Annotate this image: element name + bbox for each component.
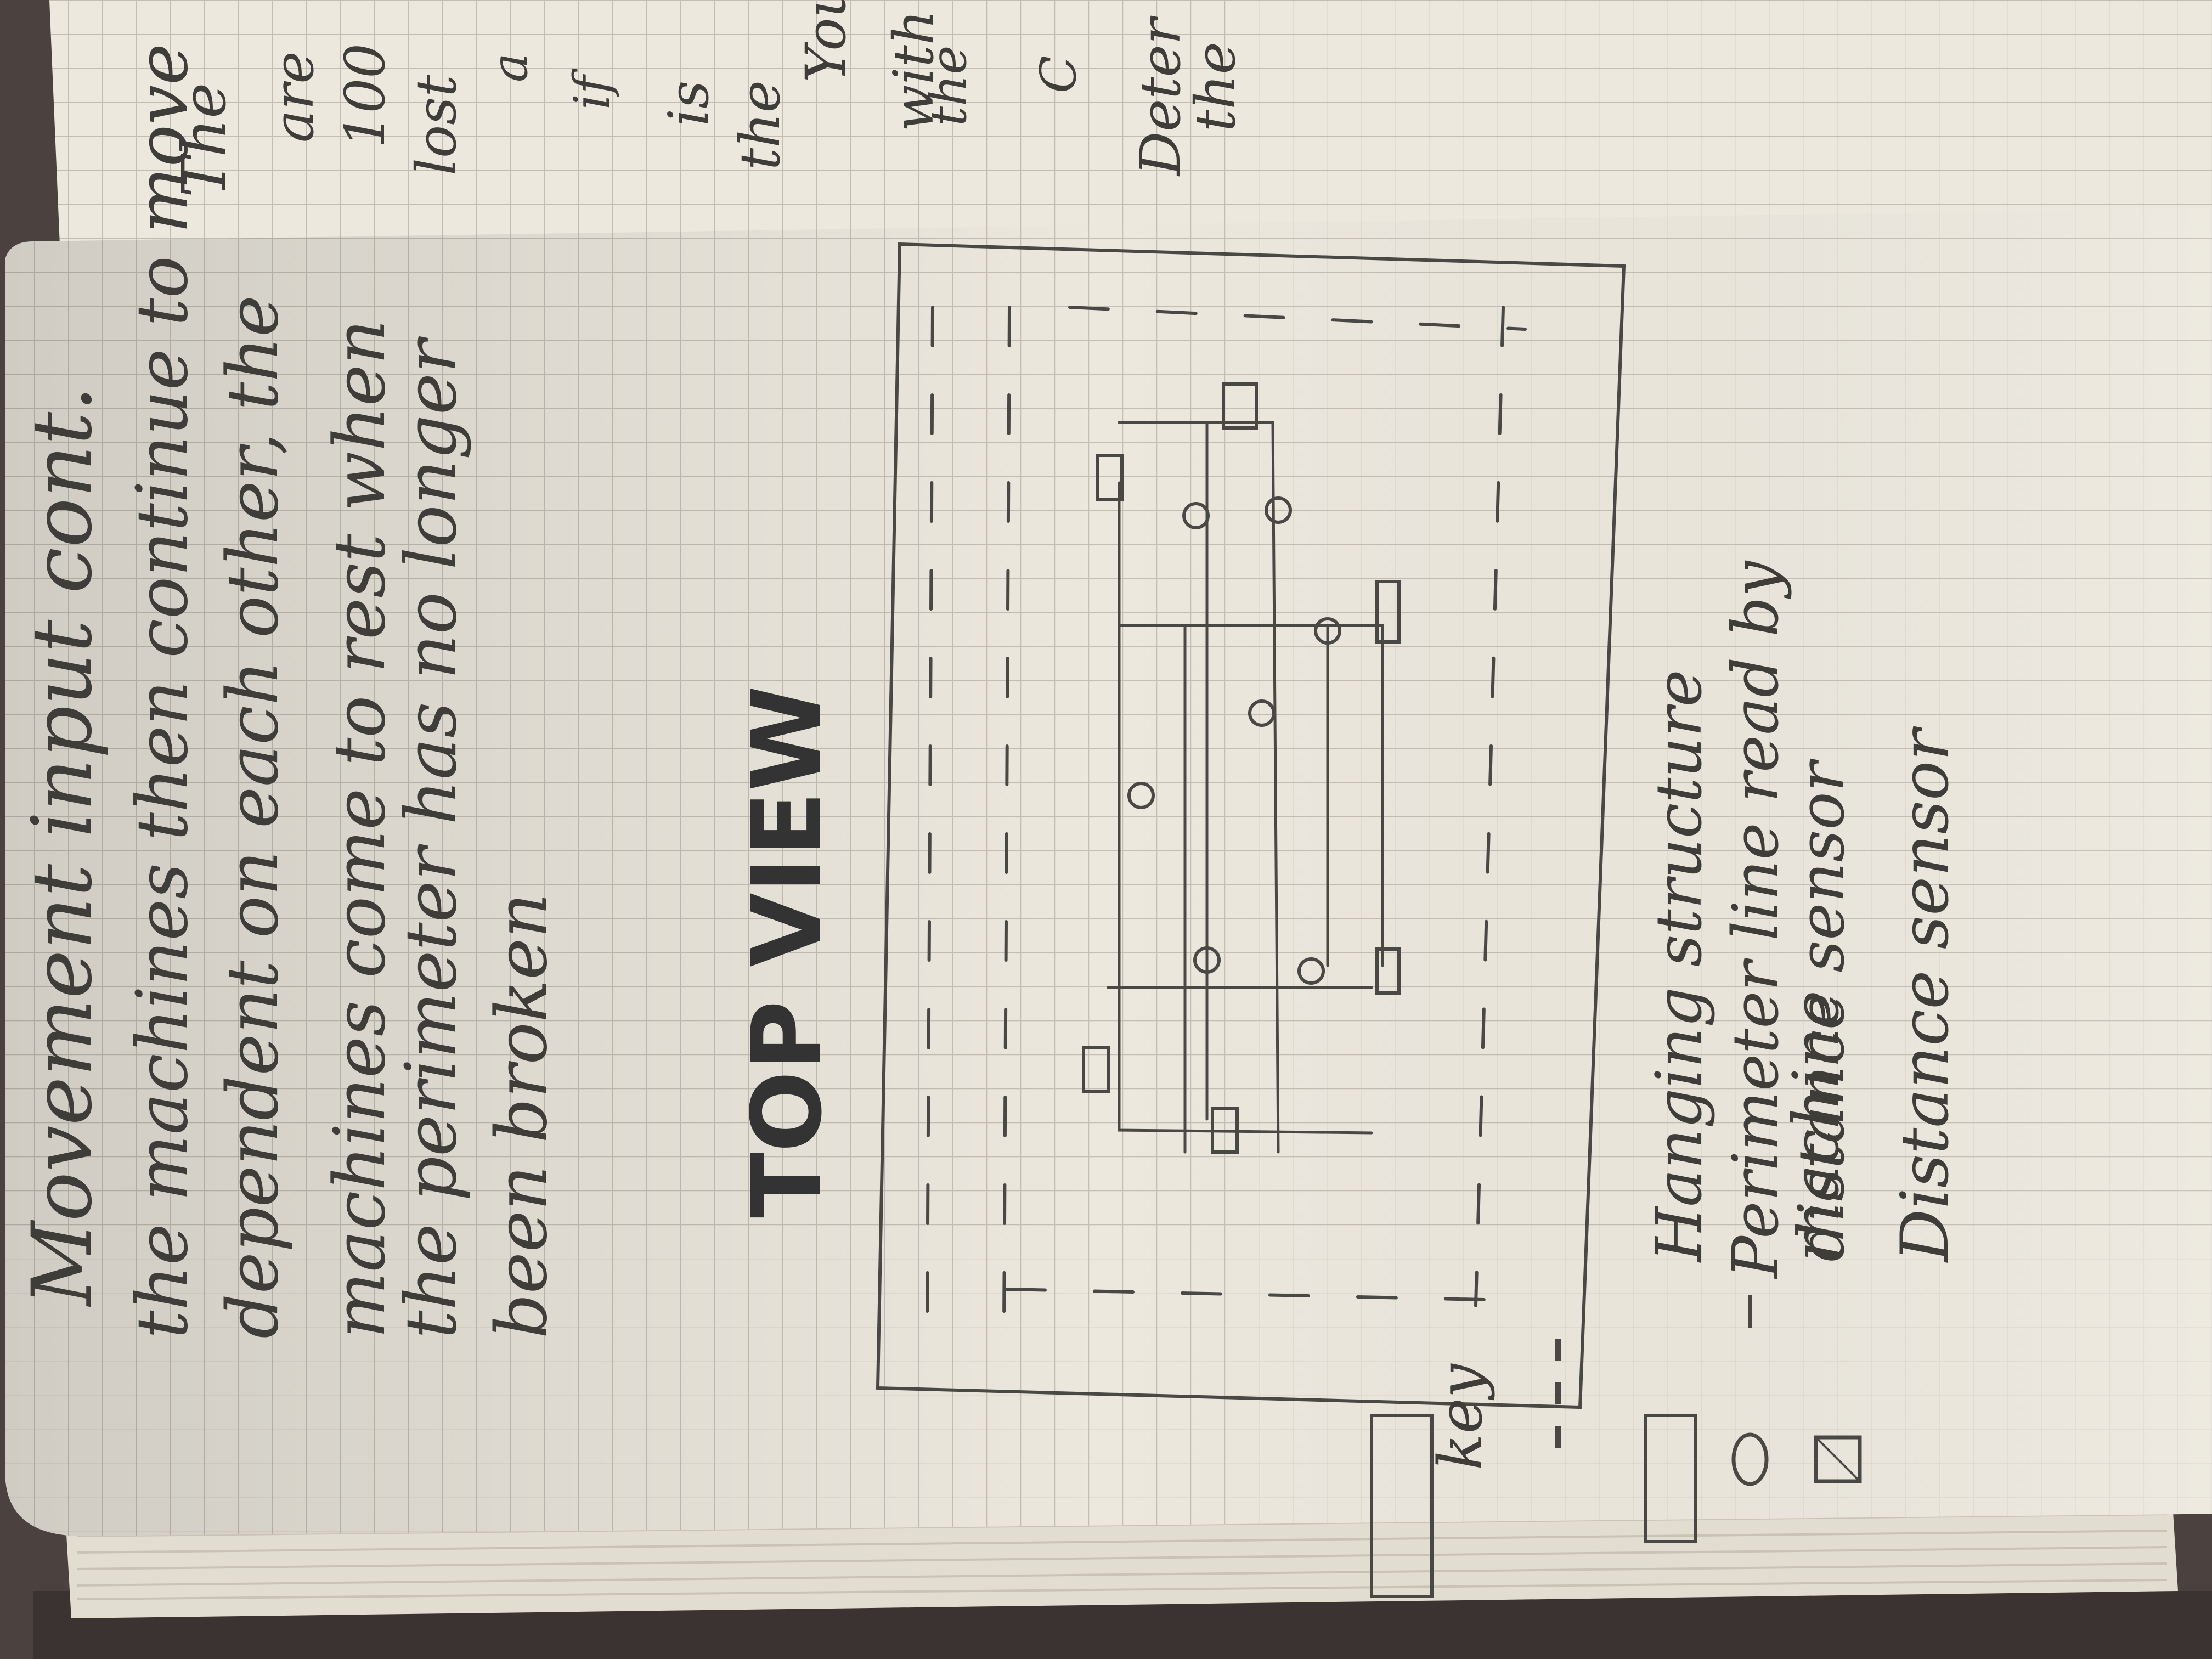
legend-label-perimeter-2: distance sensor (1785, 758, 1859, 1262)
top-fragment: C (1030, 55, 1087, 93)
legend-label-sensor: Distance sensor (1887, 726, 1963, 1263)
legend-title: key (1425, 1363, 1496, 1470)
top-page-text: The are 100 lost a if is the You with th… (169, 0, 1248, 198)
top-fragment: are (262, 51, 326, 143)
legend-rectangle-symbol (1644, 1414, 1697, 1543)
distance-sensor-icon (1096, 454, 1124, 501)
machine-icon (1193, 946, 1221, 974)
top-fragment: You (794, 0, 858, 82)
notes-line: dependent on each other, the (212, 295, 294, 1339)
notes: Movement input cont. the machines then c… (15, 43, 563, 1339)
machine-icon (1182, 502, 1210, 529)
top-fragment: The (169, 83, 239, 198)
top-fragment: the (920, 46, 978, 126)
top-fragment: the (728, 80, 792, 170)
notes-line: the machines then continue to move (122, 43, 204, 1339)
top-fragment: 100 (333, 43, 397, 148)
legend-label-perimeter: Perimeter line read by (1719, 560, 1793, 1279)
top-fragment: is (657, 81, 721, 126)
main-page (5, 208, 2212, 1536)
legend-circle-symbol (1731, 1432, 1769, 1486)
distance-sensor-icon (1211, 1107, 1239, 1154)
top-fragment: Deter (1128, 15, 1193, 177)
top-fragment: the (1183, 42, 1248, 132)
machine-icon (1314, 617, 1341, 645)
machines (1127, 496, 1341, 985)
machine-icon (1127, 782, 1155, 809)
outer-boundary (876, 242, 1626, 1409)
distance-sensor-icon (1082, 1046, 1110, 1093)
legend-label-machine: machine (1780, 990, 1853, 1262)
distance-sensors (1082, 382, 1401, 1154)
machine-icon (1265, 496, 1292, 524)
legend-square-symbol (1814, 1435, 1862, 1483)
top-fragment: lost (404, 74, 469, 176)
hanging-structure (1107, 421, 1384, 1154)
diagram-label: TOP VIEW (732, 686, 843, 1218)
machine-icon (1248, 699, 1276, 727)
top-view-diagram (876, 242, 1626, 1409)
distance-sensor-icon (1375, 947, 1401, 995)
top-fragment: with (882, 10, 946, 132)
machine-icon (1297, 957, 1325, 985)
notes-line: the perimeter has no longer (391, 336, 472, 1339)
legend-label-hanging: Hanging structure (1643, 669, 1716, 1263)
legend: key Perimeter line read by distance sens… (1370, 560, 1963, 1598)
legend-rectangle-symbol (1370, 1414, 1434, 1598)
notes-heading: Movement input cont. (15, 386, 110, 1307)
perimeter-dashed-lines (926, 306, 1527, 1329)
distance-sensor-icon (1375, 580, 1401, 644)
top-page (49, 0, 2212, 259)
top-fragment: a (481, 53, 539, 82)
notes-line: been broken (481, 893, 563, 1339)
notes-line: machines come to rest when (319, 319, 401, 1339)
distance-sensor-icon (1222, 382, 1258, 430)
